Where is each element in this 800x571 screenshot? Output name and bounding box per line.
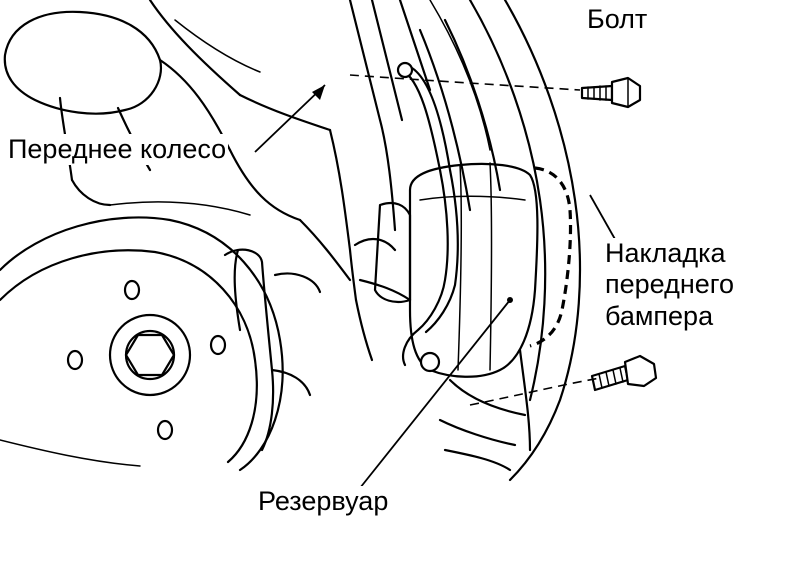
front-wheel-leader <box>254 84 326 153</box>
front-wheel-label: Переднее колесо <box>6 134 229 166</box>
bumper-cover <box>438 166 573 472</box>
bolt-dashed-line <box>349 74 581 91</box>
reservoir-label: Резервуар <box>256 486 391 518</box>
reservoir-leader <box>359 299 511 489</box>
bolt-lower-icon <box>590 354 658 392</box>
bolt-upper-icon <box>580 76 642 109</box>
brake-disc <box>0 216 284 472</box>
reservoir-leader-dot <box>507 297 513 303</box>
upper-body-structure <box>3 0 332 222</box>
brake-caliper <box>223 248 322 452</box>
lower-bolt-dashed-line <box>469 377 601 406</box>
front-wheel-arrowhead <box>312 85 325 100</box>
bumper-cover-label: Накладка переднего бампера <box>603 238 737 332</box>
bolt-label: Болт <box>585 4 650 36</box>
hose <box>396 61 459 373</box>
